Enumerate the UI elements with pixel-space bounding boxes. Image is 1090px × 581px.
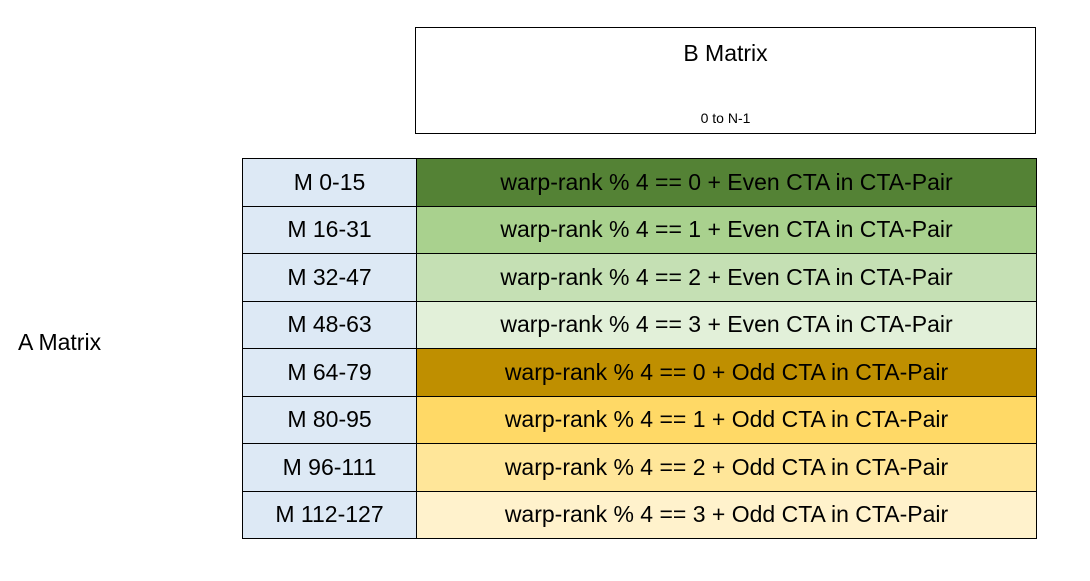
warp-assignment-cell: warp-rank % 4 == 3 + Even CTA in CTA-Pai… [416, 300, 1037, 349]
warp-assignment-cell: warp-rank % 4 == 3 + Odd CTA in CTA-Pair [416, 490, 1037, 539]
a-matrix-grid: M 0-15 warp-rank % 4 == 0 + Even CTA in … [242, 158, 1037, 539]
warp-assignment-cell: warp-rank % 4 == 0 + Odd CTA in CTA-Pair [416, 348, 1037, 397]
m-range-cell: M 0-15 [242, 158, 417, 207]
m-range-cell: M 80-95 [242, 395, 417, 444]
warp-assignment-cell: warp-rank % 4 == 0 + Even CTA in CTA-Pai… [416, 158, 1037, 207]
warp-assignment-cell: warp-rank % 4 == 2 + Odd CTA in CTA-Pair [416, 443, 1037, 492]
grid-row: M 112-127 warp-rank % 4 == 3 + Odd CTA i… [242, 490, 1037, 539]
warp-assignment-cell: warp-rank % 4 == 2 + Even CTA in CTA-Pai… [416, 253, 1037, 302]
m-range-cell: M 32-47 [242, 253, 417, 302]
b-matrix-title: B Matrix [683, 40, 768, 66]
b-matrix-range: 0 to N-1 [700, 110, 751, 126]
m-range-cell: M 96-111 [242, 443, 417, 492]
m-range-cell: M 48-63 [242, 300, 417, 349]
m-range-cell: M 112-127 [242, 490, 417, 539]
grid-row: M 32-47 warp-rank % 4 == 2 + Even CTA in… [242, 253, 1037, 302]
grid-row: M 48-63 warp-rank % 4 == 3 + Even CTA in… [242, 300, 1037, 349]
grid-row: M 0-15 warp-rank % 4 == 0 + Even CTA in … [242, 158, 1037, 207]
warp-assignment-cell: warp-rank % 4 == 1 + Even CTA in CTA-Pai… [416, 205, 1037, 254]
warp-assignment-cell: warp-rank % 4 == 1 + Odd CTA in CTA-Pair [416, 395, 1037, 444]
grid-row: M 64-79 warp-rank % 4 == 0 + Odd CTA in … [242, 348, 1037, 397]
b-matrix-box: B Matrix 0 to N-1 [415, 27, 1036, 134]
m-range-cell: M 64-79 [242, 348, 417, 397]
a-matrix-label: A Matrix [18, 329, 102, 355]
grid-row: M 80-95 warp-rank % 4 == 1 + Odd CTA in … [242, 395, 1037, 444]
m-range-cell: M 16-31 [242, 205, 417, 254]
grid-row: M 96-111 warp-rank % 4 == 2 + Odd CTA in… [242, 443, 1037, 492]
grid-row: M 16-31 warp-rank % 4 == 1 + Even CTA in… [242, 205, 1037, 254]
